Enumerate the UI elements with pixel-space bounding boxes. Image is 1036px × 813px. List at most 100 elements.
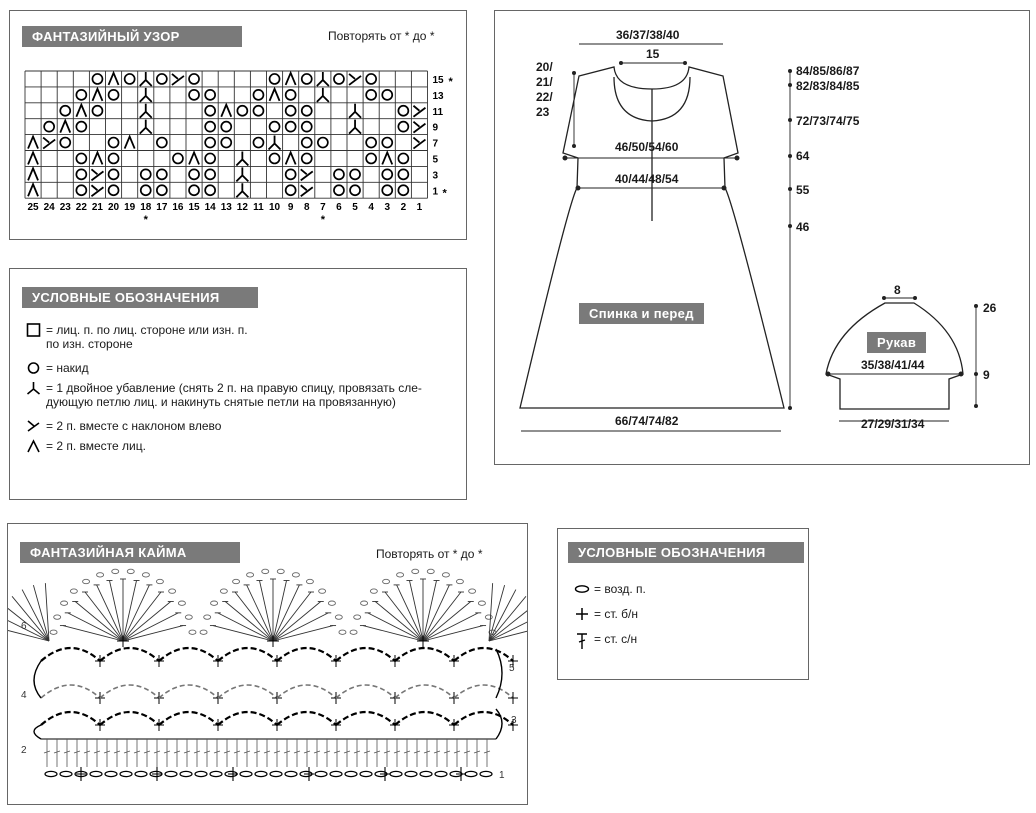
yarn-over-mark — [236, 104, 249, 117]
fan-stitch — [384, 591, 424, 642]
fan-stitch — [422, 591, 462, 642]
picot-chain — [276, 568, 285, 575]
yarn-over-mark — [284, 168, 297, 181]
fan-stitch — [8, 620, 50, 642]
column-number: 18 — [140, 202, 152, 213]
fan-stitch — [272, 580, 287, 642]
yarn-over-mark — [188, 168, 200, 181]
yarn-over-mark — [397, 120, 410, 133]
chain-stitch — [239, 770, 253, 778]
yarn-over-mark — [156, 73, 168, 85]
k2tog-mark — [123, 134, 136, 149]
chain-arch — [335, 711, 396, 726]
yarn-over-mark — [220, 136, 233, 149]
double-crochet — [303, 739, 311, 767]
yarn-over-mark — [156, 168, 168, 181]
yarn-over-mark — [139, 168, 152, 181]
legend1-text-double-decrease: = 1 двойное убавление (снять 2 п. на пра… — [46, 381, 422, 409]
k2tog-mark — [107, 70, 120, 86]
chain-stitch — [329, 770, 343, 778]
yarn-over-mark — [268, 152, 281, 165]
edging-row-5: 5 — [509, 663, 515, 674]
picot-chain — [261, 568, 270, 575]
chain-arch — [335, 684, 396, 699]
chain-stitch — [179, 770, 193, 778]
column-number: 4 — [368, 202, 374, 213]
chain-stitch — [419, 770, 433, 778]
ssk-mark — [300, 168, 314, 182]
yarn-over-mark — [188, 184, 200, 197]
yarn-over-mark — [59, 104, 72, 117]
picot-chain — [232, 578, 241, 585]
chain-stitch — [389, 770, 403, 778]
chain-stitch — [89, 770, 103, 778]
yarn-over-mark — [252, 104, 265, 117]
fan-stitch — [488, 583, 494, 642]
double-crochet — [423, 739, 431, 767]
ssk-mark — [171, 73, 185, 86]
column-number: 20 — [108, 202, 120, 213]
yarn-over-mark — [107, 136, 120, 149]
pattern-repeat-note: Повторять от * до * — [328, 29, 435, 43]
legend2-item-chain: = возд. п. — [574, 582, 646, 596]
fan-stitch — [217, 612, 274, 642]
double-crochet — [483, 739, 491, 767]
yarn-over-mark — [317, 136, 329, 149]
picot-chain — [141, 572, 150, 578]
fan-stitch — [272, 601, 322, 642]
column-number: 19 — [124, 202, 136, 213]
column-number: 16 — [172, 202, 184, 213]
fan-stitch — [422, 580, 437, 642]
fan-stitch — [21, 589, 50, 642]
yarn-over-mark — [268, 120, 281, 133]
edging-repeat-note: Повторять от * до * — [376, 547, 483, 561]
yarn-over-mark — [204, 104, 216, 117]
edging-title: ФАНТАЗИЙНАЯ КАЙМА — [20, 542, 240, 563]
fan-stitch — [259, 580, 274, 642]
garment-schematic: 36/37/38/40 15 20/ 21/ 22/ 23 46/50/54/6… — [519, 28, 997, 432]
k2tog-mark — [91, 86, 104, 102]
ssk-mark — [412, 120, 426, 134]
fan-stitch — [488, 630, 527, 642]
double-crochet — [283, 739, 291, 767]
fan-stitch — [422, 601, 472, 642]
fan-stitch — [109, 580, 124, 642]
yarn-over-mark — [349, 168, 361, 181]
column-number: 17 — [156, 202, 168, 213]
chain-stitch — [254, 770, 268, 778]
ssk-mark — [90, 168, 104, 182]
fan-stitch — [367, 612, 424, 642]
yarn-over-mark — [139, 184, 152, 197]
chain-arch — [40, 684, 101, 699]
column-number: 14 — [205, 202, 217, 213]
chain-arch — [217, 711, 278, 726]
yarn-over-mark — [333, 73, 345, 85]
chain-stitch-icon — [574, 585, 590, 593]
yarn-over-mark — [300, 136, 313, 149]
yarn-over-mark — [397, 184, 410, 197]
single-crochet — [508, 655, 518, 667]
picot-chain — [369, 588, 378, 594]
double-crochet — [233, 739, 241, 767]
double-crochet — [293, 739, 301, 767]
fan-stitch — [488, 621, 527, 642]
fan-stitch — [362, 625, 424, 642]
yarn-over-mark — [204, 88, 216, 101]
picot-chain — [291, 572, 300, 578]
chain-arch — [453, 711, 514, 726]
double-crochet — [203, 739, 211, 767]
legend-panel-2: УСЛОВНЫЕ ОБОЗНАЧЕНИЯ = возд. п. = ст. б/… — [557, 528, 809, 680]
sleeve-label: Рукав — [867, 332, 927, 353]
yarn-over-mark — [75, 120, 88, 133]
fan-stitch — [488, 589, 517, 642]
double-crochet — [193, 739, 201, 767]
k2tog-mark — [27, 166, 39, 181]
yarn-over-mark — [220, 120, 233, 133]
picot-chain — [155, 578, 164, 585]
row-number: 9 — [433, 123, 439, 134]
legend2-title: УСЛОВНЫЕ ОБОЗНАЧЕНИЯ — [568, 542, 804, 563]
double-crochet — [183, 739, 191, 767]
fan-stitch — [488, 596, 527, 642]
column-number: 13 — [221, 202, 233, 213]
double-crochet — [113, 739, 121, 767]
